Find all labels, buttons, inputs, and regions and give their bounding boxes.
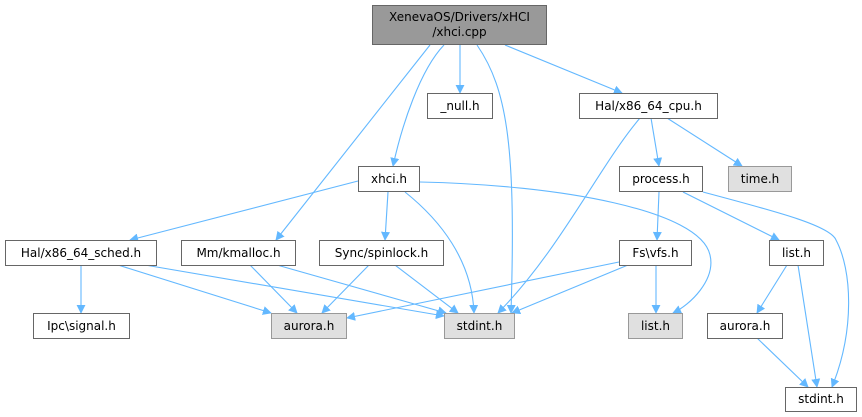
- node-xhci-h[interactable]: xhci.h: [358, 166, 420, 192]
- edge-xhci-spinlock: [381, 191, 390, 241]
- edge-root-stdint: [476, 44, 516, 314]
- node-x86-64-cpu-h[interactable]: Hal/x86_64_cpu.h: [579, 93, 718, 119]
- edge-cpu-time: [666, 117, 743, 167]
- edge-root-cpu: [504, 44, 623, 95]
- node-list-h-external[interactable]: list.h: [628, 313, 683, 339]
- node-null-h[interactable]: _null.h: [427, 93, 493, 119]
- edge-xhci-stdint: [404, 191, 479, 314]
- edge-kmalloc-stdint: [276, 264, 447, 316]
- edge-list-aurora: [756, 264, 788, 314]
- edge-sched-aurora: [117, 264, 272, 315]
- edge-xhci-sched: [129, 180, 359, 243]
- edge-cpu-process: [650, 117, 663, 167]
- node-process-h[interactable]: process.h: [619, 166, 703, 192]
- edge-xhci-list: [419, 181, 712, 314]
- node-spinlock-h[interactable]: Sync/spinlock.h: [319, 240, 444, 266]
- edge-process-vfs: [652, 191, 662, 241]
- edge-vfs-aurora: [346, 261, 620, 321]
- node-vfs-h[interactable]: Fs\vfs.h: [619, 240, 692, 266]
- edge-aurora-stdint: [756, 337, 809, 388]
- edge-root-kmalloc: [275, 44, 431, 241]
- node-x86-64-sched-h[interactable]: Hal/x86_64_sched.h: [5, 240, 157, 266]
- node-stdint-h[interactable]: stdint.h: [785, 387, 857, 412]
- node-time-h[interactable]: time.h: [728, 166, 792, 192]
- edge-list-stdint: [797, 264, 821, 388]
- edge-process-stdint: [702, 191, 850, 388]
- node-aurora-h[interactable]: aurora.h: [707, 313, 783, 339]
- node-kmalloc-h[interactable]: Mm/kmalloc.h: [181, 240, 296, 266]
- root-label-line1: XenevaOS/Drivers/xHCI: [389, 10, 530, 24]
- node-ipc-signal-h[interactable]: Ipc\signal.h: [33, 313, 130, 339]
- edge-spinlock-stdint: [394, 264, 459, 314]
- root-label-line2: /xhci.cpp: [432, 25, 487, 39]
- node-root-xhci-cpp[interactable]: XenevaOS/Drivers/xHCI /xhci.cpp: [372, 5, 547, 45]
- node-aurora-h-external[interactable]: aurora.h: [271, 313, 347, 339]
- edge-root-xhci: [390, 44, 445, 167]
- edge-cpu-stdint: [497, 117, 641, 314]
- node-stdint-h-external[interactable]: stdint.h: [444, 313, 515, 339]
- edge-sched-stdint: [144, 264, 445, 320]
- edge-vfs-stdint: [511, 264, 629, 315]
- edge-process-list: [682, 191, 780, 241]
- edge-spinlock-aurora: [321, 264, 370, 314]
- edge-kmalloc-aurora: [249, 264, 298, 314]
- node-list-h[interactable]: list.h: [769, 240, 824, 266]
